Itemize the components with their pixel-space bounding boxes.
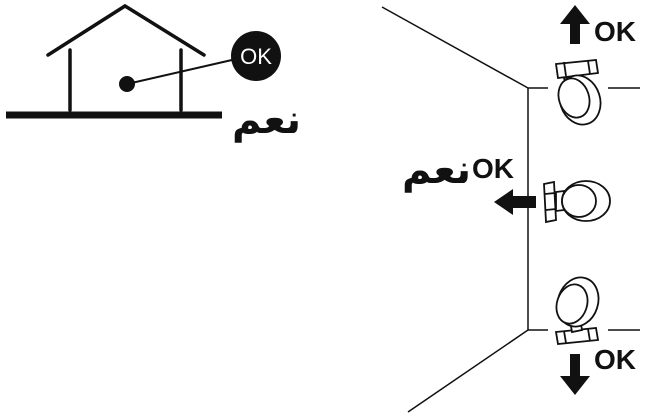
sensor-bottom [554, 276, 600, 345]
arrow-down-icon [560, 354, 590, 395]
sensor-pointer-line [126, 56, 246, 85]
house-arabic-label: نعم [232, 97, 301, 143]
bottom-ok-label: OK [594, 344, 636, 375]
house-icon [6, 3, 222, 119]
ok-badge-label: OK [240, 44, 272, 69]
ok-badge: OK [231, 31, 281, 81]
side-arabic-label: نعم [402, 147, 471, 193]
room-walls [381, 6, 640, 413]
sensor-side [543, 180, 611, 224]
arrow-up-icon [560, 5, 590, 44]
sensor-top [554, 59, 602, 126]
top-ok-label: OK [594, 16, 636, 47]
side-ok-label: OK [472, 153, 514, 184]
arrow-left-icon [494, 189, 536, 215]
sensor-dot [119, 76, 135, 92]
